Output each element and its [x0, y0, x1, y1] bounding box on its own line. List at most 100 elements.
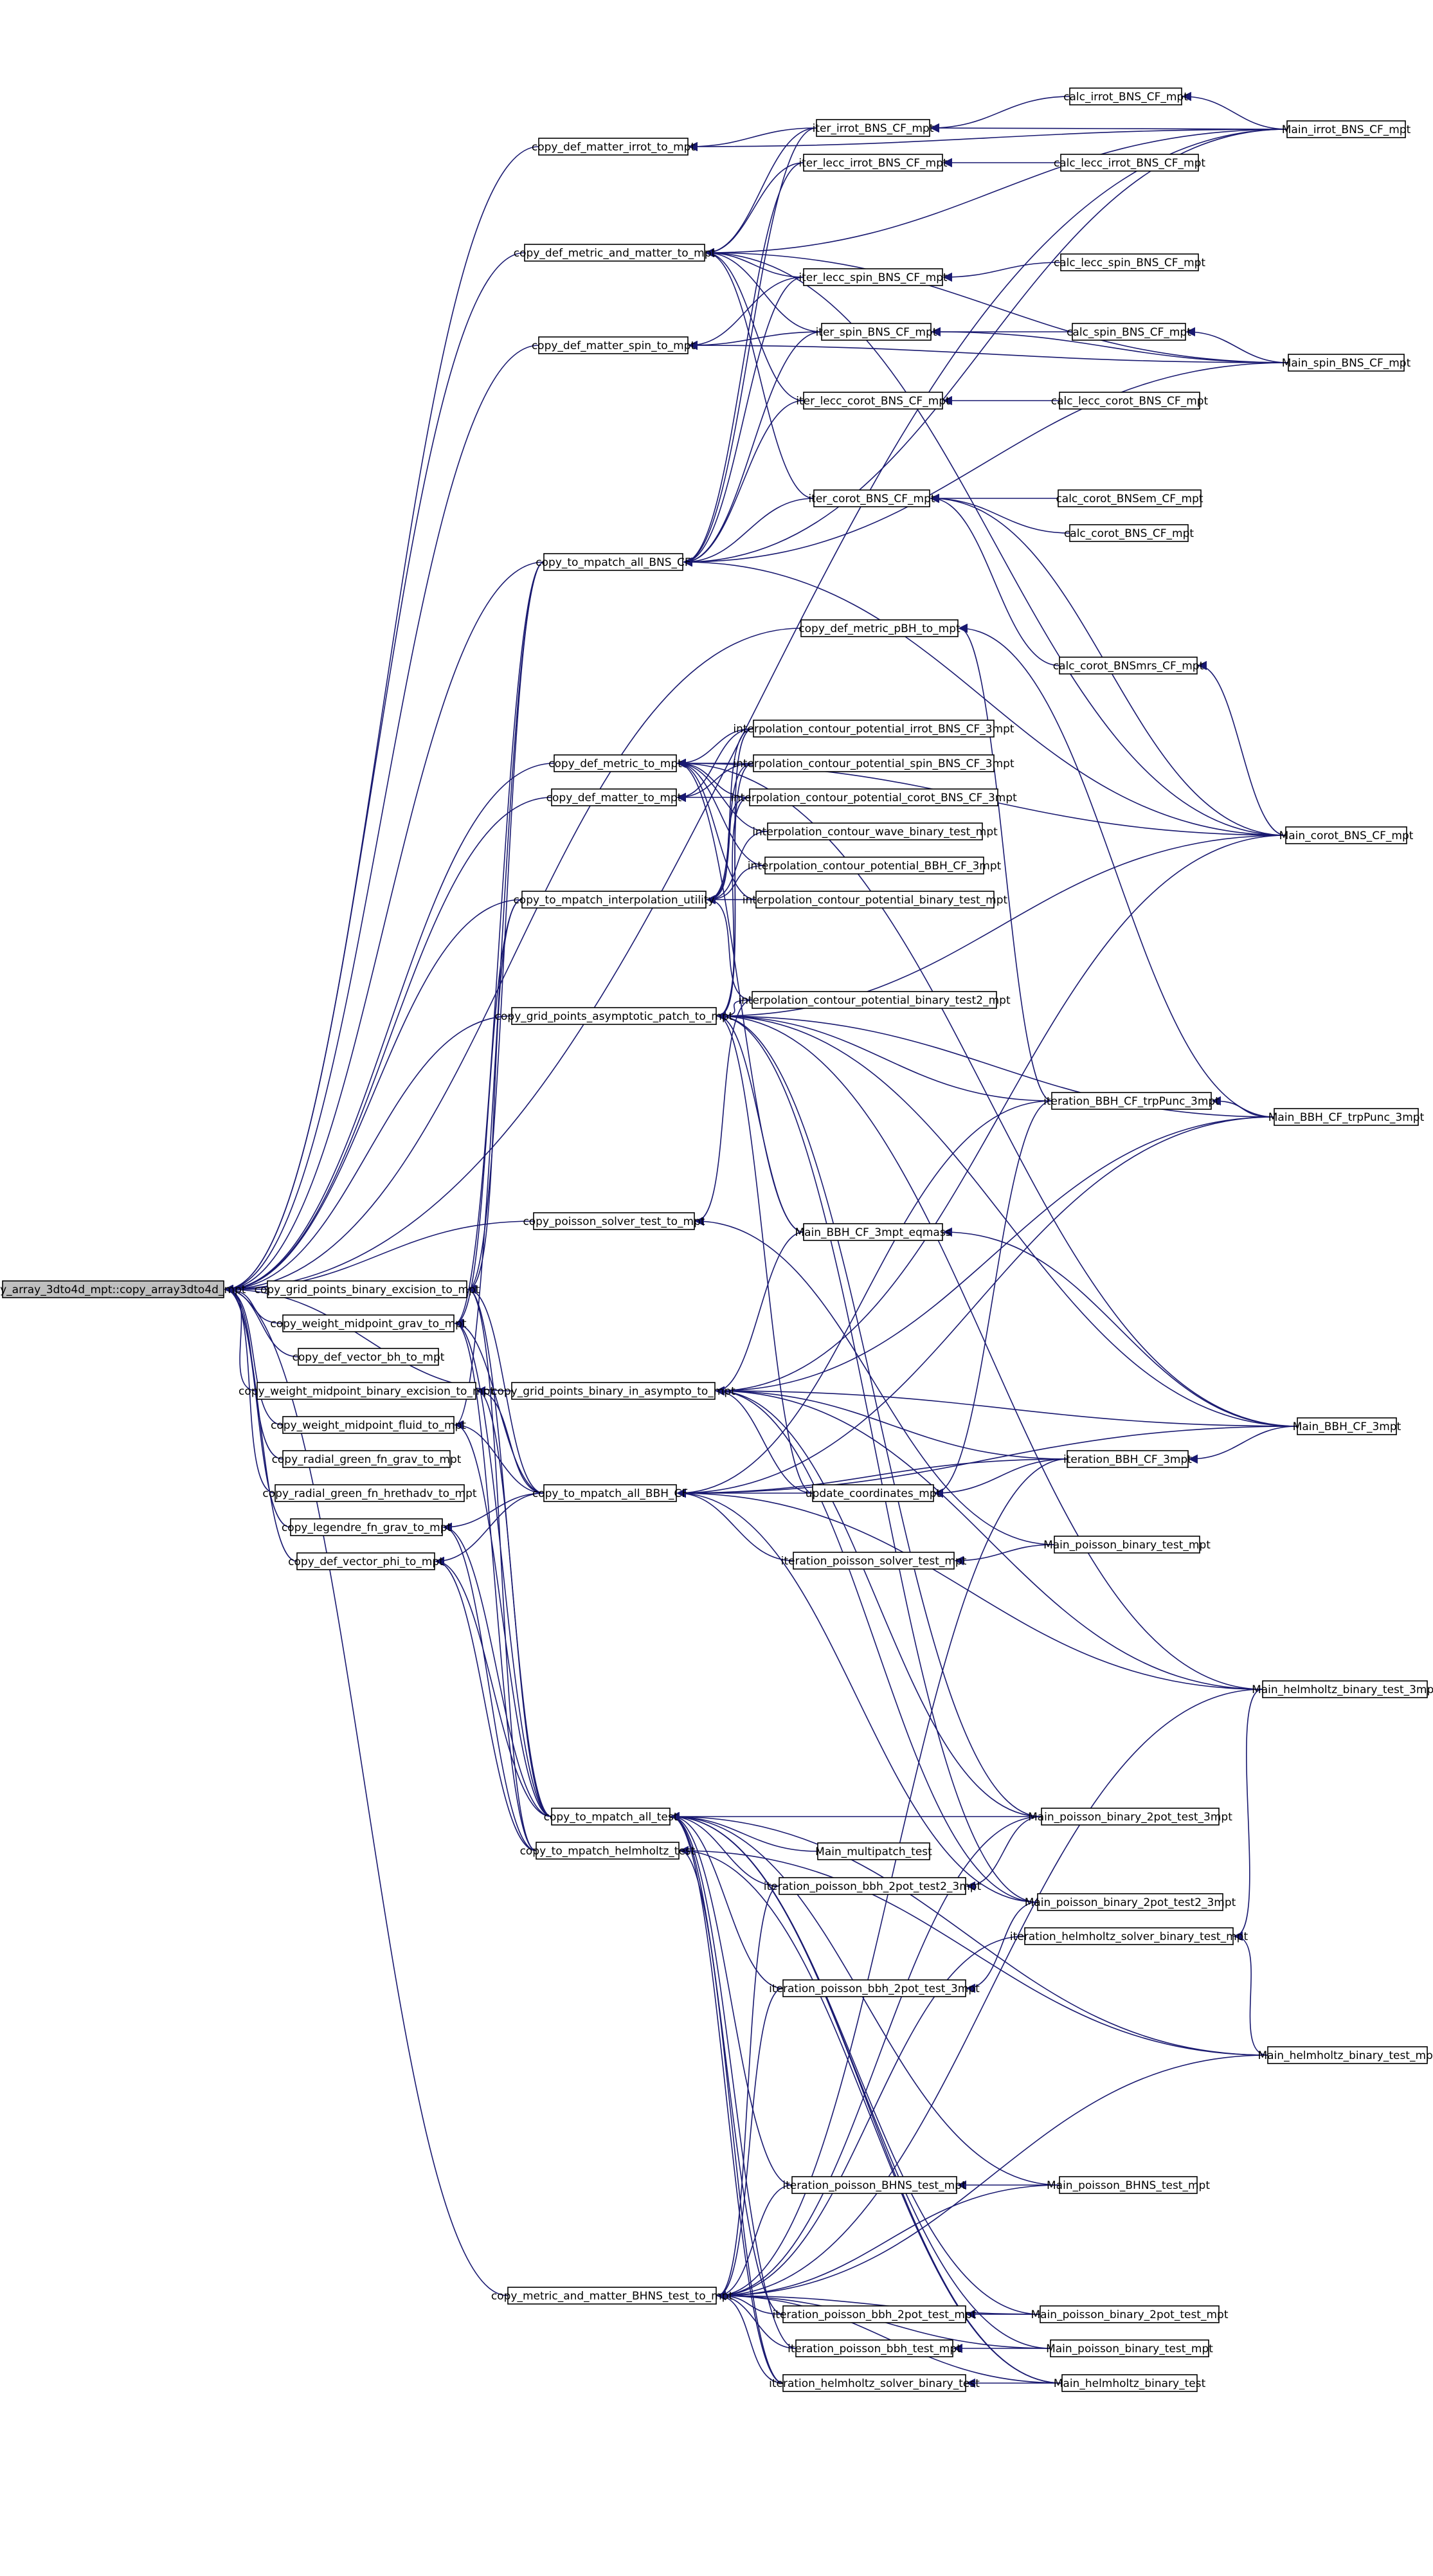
graph-node-root[interactable]: copy_array_3dto4d_mpt::copy_array3dto4d_… — [0, 1280, 246, 1298]
graph-node-calc-lecc-corot[interactable]: calc_lecc_corot_BNS_CF_mpt — [1051, 392, 1209, 410]
call-edge — [224, 1015, 512, 1294]
graph-node-iter-lecc-corot[interactable]: iter_lecc_corot_BNS_CF_mpt — [796, 392, 950, 410]
graph-node-update-coords[interactable]: update_coordinates_mpt — [806, 1484, 941, 1502]
graph-node-to-mpatch-all-BBH[interactable]: copy_to_mpatch_all_BBH_CF — [532, 1484, 688, 1502]
graph-node-iter-poisson-bbh[interactable]: iteration_poisson_bbh_test_mpt — [788, 2339, 961, 2357]
graph-node-iter-BBH-3mpt[interactable]: iteration_BBH_CF_3mpt — [1063, 1450, 1192, 1468]
graph-node-iter-poisson-bbh-2pot-test2[interactable]: iteration_poisson_bbh_2pot_test2_3mpt — [764, 1877, 982, 1895]
graph-node-ic-irrot[interactable]: interpolation_contour_potential_irrot_BN… — [733, 720, 1014, 738]
graph-node-main-poisson-2pot[interactable]: Main_poisson_binary_2pot_test_mpt — [1031, 2305, 1229, 2323]
graph-node-iter-BBH-trpPunc[interactable]: iteration_BBH_CF_trpPunc_3mpt — [1043, 1092, 1220, 1110]
graph-node-main-helmholtz-mpt[interactable]: Main_helmholtz_binary_test_mpt — [1257, 2046, 1433, 2064]
graph-node-ic-corot[interactable]: interpolation_contour_potential_corot_BN… — [730, 788, 1017, 806]
graph-node-weight-grav[interactable]: copy_weight_midpoint_grav_to_mpt — [270, 1314, 467, 1332]
graph-node-iter-poisson-BHNS[interactable]: iteration_poisson_BHNS_test_mpt — [782, 2176, 966, 2194]
graph-node-interp-utility[interactable]: copy_to_mpatch_interpolation_utility — [513, 891, 715, 909]
graph-node-main-poisson-binary[interactable]: Main_poisson_binary_test_mpt — [1046, 2339, 1213, 2357]
graph-node-grid-binary-asympto[interactable]: copy_grid_points_binary_in_asympto_to_mp… — [491, 1382, 735, 1400]
graph-node-def-vector-bh[interactable]: copy_def_vector_bh_to_mpt — [293, 1348, 445, 1366]
node-box — [551, 788, 677, 806]
graph-node-grid-binary-excision[interactable]: copy_grid_points_binary_excision_to_mpt — [255, 1280, 480, 1298]
node-label: calc_corot_BNSmrs_CF_mpt — [1053, 660, 1204, 673]
graph-node-iter-helmholtz-solver-binary[interactable]: iteration_helmholtz_solver_binary_test — [769, 2374, 980, 2392]
call-edge — [683, 127, 817, 567]
call-edge — [1233, 1689, 1263, 1941]
node-label: copy_grid_points_asymptotic_patch_to_mpt — [495, 1010, 734, 1023]
call-edge — [676, 1116, 1275, 1498]
node-box — [267, 1280, 467, 1298]
graph-node-iter-poisson-bbh-2pot-test[interactable]: iteration_poisson_bbh_2pot_test_3mpt — [769, 1979, 980, 1997]
graph-node-def-metric-pBH[interactable]: copy_def_metric_pBH_to_mpt — [798, 619, 960, 637]
graph-node-iter-irrot[interactable]: iter_irrot_BNS_CF_mpt — [813, 119, 934, 137]
node-label: copy_poisson_solver_test_to_mpt — [523, 1215, 705, 1228]
graph-node-def-metric-and-matter[interactable]: copy_def_metric_and_matter_to_mpt — [514, 244, 716, 262]
graph-node-def-matter-spin[interactable]: copy_def_matter_spin_to_mpt — [532, 336, 696, 354]
graph-node-radial-green-hrethadv[interactable]: copy_radial_green_fn_hrethadv_to_mpt — [262, 1484, 477, 1502]
graph-node-ic-BBH[interactable]: interpolation_contour_potential_BBH_CF_3… — [748, 857, 1002, 875]
graph-node-to-mpatch-all-test[interactable]: copy_to_mpatch_all_test — [544, 1808, 678, 1826]
graph-node-metric-matter-BHNS[interactable]: copy_metric_and_matter_BHNS_test_to_mpt — [491, 2287, 734, 2305]
graph-node-to-mpatch-all-BNS[interactable]: copy_to_mpatch_all_BNS_CF — [536, 553, 691, 571]
graph-node-ic-wave[interactable]: interpolation_contour_wave_binary_test_m… — [752, 822, 998, 840]
graph-node-main-irrot[interactable]: Main_irrot_BNS_CF_mpt — [1282, 120, 1411, 138]
graph-node-calc-irrot[interactable]: calc_irrot_BNS_CF_mpt — [1063, 87, 1188, 105]
graph-node-iter-poisson-solver-test[interactable]: iteration_poisson_solver_test_mpt — [781, 1552, 967, 1570]
node-box — [1060, 253, 1199, 271]
graph-node-main-BBH-trpPunc[interactable]: Main_BBH_CF_trpPunc_3mpt — [1268, 1108, 1425, 1126]
graph-node-iter-lecc-spin[interactable]: iter_lecc_spin_BNS_CF_mpt — [798, 268, 948, 286]
graph-node-main-multipatch[interactable]: Main_multipatch_test — [815, 1842, 932, 1860]
graph-node-main-corot[interactable]: Main_corot_BNS_CF_mpt — [1279, 826, 1414, 844]
graph-node-calc-lecc-spin[interactable]: calc_lecc_spin_BNS_CF_mpt — [1054, 253, 1206, 271]
graph-node-ic-spin[interactable]: interpolation_contour_potential_spin_BNS… — [733, 754, 1014, 772]
call-edge — [966, 1816, 1042, 1891]
graph-node-main-spin[interactable]: Main_spin_BNS_CF_mpt — [1282, 354, 1411, 372]
call-edge — [670, 1811, 1268, 2056]
node-label: copy_def_metric_and_matter_to_mpt — [514, 247, 716, 260]
call-edge — [224, 561, 545, 1294]
graph-node-iter-lecc-irrot[interactable]: iter_lecc_irrot_BNS_CF_mpt — [798, 154, 948, 172]
graph-node-radial-green[interactable]: copy_radial_green_fn_grav_to_mpt — [272, 1450, 462, 1468]
call-edge — [933, 1458, 1068, 1498]
node-box — [813, 489, 930, 507]
graph-node-ic-binary-test[interactable]: interpolation_contour_potential_binary_t… — [743, 891, 1008, 909]
node-label: iter_spin_BNS_CF_mpt — [816, 326, 937, 339]
graph-node-iter-poisson-bbh-2pot[interactable]: iteration_poisson_bbh_2pot_test_mpt — [773, 2305, 977, 2323]
graph-node-calc-lecc-irrot[interactable]: calc_lecc_irrot_BNS_CF_mpt — [1054, 154, 1205, 172]
call-edge — [931, 327, 1289, 363]
graph-node-calc-corot-BNSmrs[interactable]: calc_corot_BNSmrs_CF_mpt — [1053, 657, 1204, 675]
graph-node-calc-corot-BNSem[interactable]: calc_corot_BNSem_CF_mpt — [1056, 489, 1203, 507]
graph-node-main-helmholtz-3mpt[interactable]: Main_helmholtz_binary_test_3mpt — [1252, 1680, 1433, 1698]
graph-node-iter-helmholtz-solver-binary-mpt[interactable]: iteration_helmholtz_solver_binary_test_m… — [1010, 1927, 1248, 1945]
graph-node-def-metric[interactable]: copy_def_metric_to_mpt — [548, 754, 682, 772]
graph-node-weight-fluid[interactable]: copy_weight_midpoint_fluid_to_mpt — [271, 1416, 466, 1434]
call-edge — [670, 1811, 784, 2315]
graph-node-calc-spin[interactable]: calc_spin_BNS_CF_mpt — [1067, 323, 1191, 341]
graph-node-legendre[interactable]: copy_legendre_fn_grav_to_mpt — [282, 1518, 452, 1536]
graph-node-grid-asymptotic[interactable]: copy_grid_points_asymptotic_patch_to_mpt — [495, 1007, 734, 1025]
graph-node-main-BBH-eqmass[interactable]: Main_BBH_CF_3mpt_eqmass — [795, 1223, 951, 1241]
graph-node-main-BBH-3mpt[interactable]: Main_BBH_CF_3mpt — [1293, 1417, 1401, 1435]
graph-node-poisson-solver-test[interactable]: copy_poisson_solver_test_to_mpt — [523, 1212, 705, 1230]
call-edge — [715, 1386, 1042, 1817]
call-edge — [442, 1522, 537, 1851]
node-box — [816, 119, 930, 137]
graph-node-def-matter-irrot[interactable]: copy_def_matter_irrot_to_mpt — [532, 138, 696, 156]
node-box — [1059, 657, 1198, 675]
call-edge — [716, 1988, 784, 2301]
graph-node-iter-spin[interactable]: iter_spin_BNS_CF_mpt — [816, 323, 937, 341]
call-edge — [716, 999, 753, 1021]
graph-node-calc-corot[interactable]: calc_corot_BNS_CF_mpt — [1064, 524, 1194, 542]
graph-node-to-mpatch-helmholtz[interactable]: copy_to_mpatch_helmholtz_test — [520, 1842, 696, 1860]
graph-node-weight-binary-excision[interactable]: copy_weight_midpoint_binary_excision_to_… — [239, 1382, 494, 1400]
node-label: Main_poisson_BHNS_test_mpt — [1047, 2179, 1210, 2192]
graph-node-main-poisson-binary-test[interactable]: Main_poisson_binary_test_mpt — [1043, 1536, 1211, 1554]
graph-node-ic-binary-test2[interactable]: interpolation_contour_potential_binary_t… — [738, 991, 1011, 1009]
graph-node-def-vector-phi[interactable]: copy_def_vector_phi_to_mpt — [288, 1552, 444, 1570]
graph-node-main-poisson-2pot-test2[interactable]: Main_poisson_binary_2pot_test2_3mpt — [1025, 1893, 1236, 1911]
graph-node-main-poisson-BHNS[interactable]: Main_poisson_BHNS_test_mpt — [1047, 2176, 1210, 2194]
node-label: Main_poisson_binary_2pot_test_mpt — [1031, 2308, 1229, 2321]
graph-node-main-helmholtz-binary[interactable]: Main_helmholtz_binary_test — [1054, 2374, 1206, 2392]
graph-node-iter-corot[interactable]: iter_corot_BNS_CF_mpt — [808, 489, 935, 507]
graph-node-def-matter[interactable]: copy_def_matter_to_mpt — [546, 788, 682, 806]
graph-node-main-poisson-2pot-test[interactable]: Main_poisson_binary_2pot_test_3mpt — [1028, 1808, 1232, 1826]
